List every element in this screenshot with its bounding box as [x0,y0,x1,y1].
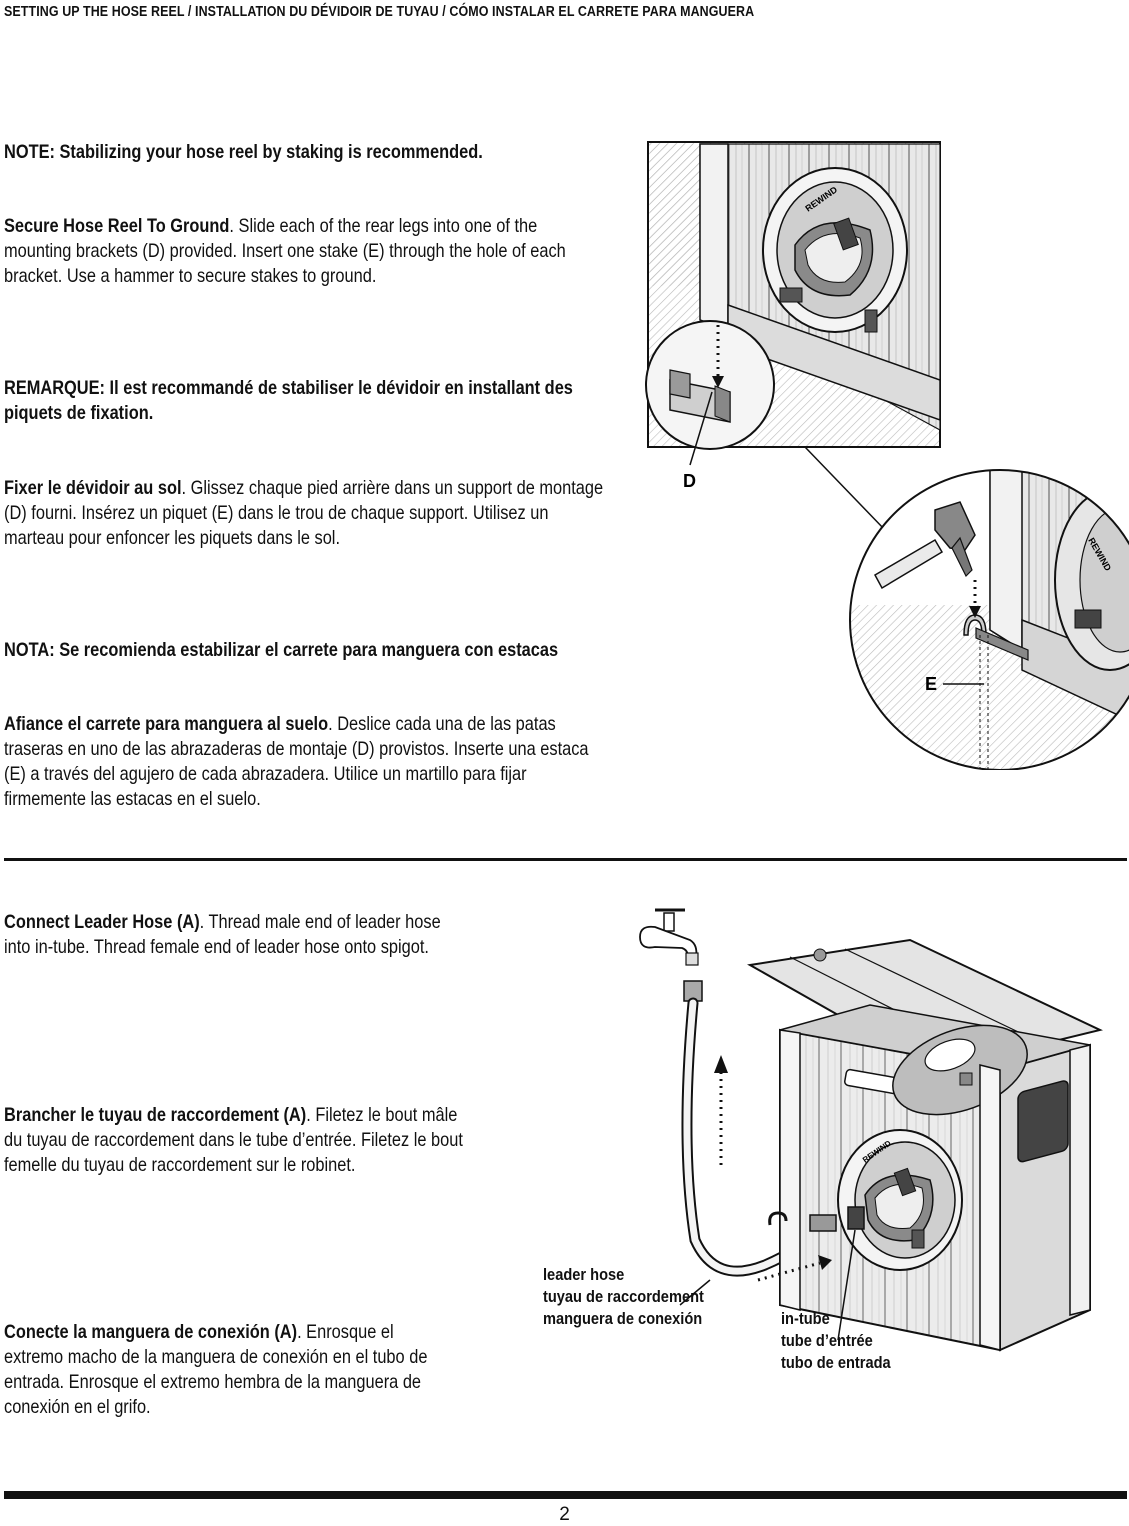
in-tube-label: in-tube tube d’entrée tubo de entrada [781,1308,891,1374]
note-es: NOTA: Se recomienda estabilizar el carre… [4,639,559,661]
page-header: SETTING UP THE HOSE REEL / INSTALLATION … [4,4,755,20]
leader-hose-label-es: manguera de conexión [543,1309,703,1328]
leader-hose-illustration: REWIND [639,908,1103,1352]
section-divider [4,858,1127,861]
secure-fr-paragraph: Fixer le dévidoir au sol. Glissez chaque… [4,476,613,551]
note-en: NOTE: Stabilizing your hose reel by stak… [4,141,483,163]
connect-fr-title: Brancher le tuyau de raccordement (A) [4,1104,307,1126]
secure-es-title: Afiance el carrete para manguera al suel… [4,713,329,735]
footer-rule [4,1491,1127,1499]
in-tube-fitting [809,1214,837,1232]
in-tube-label-en: in-tube [781,1309,830,1328]
leader-hose-label-fr: tuyau de raccordement [543,1287,704,1306]
connect-en-text: . Thread male end of leader hose into in… [4,911,441,958]
secure-fr-title: Fixer le dévidoir au sol [4,477,182,499]
leader-hose-label-en: leader hose [543,1265,625,1284]
bracket-detail-frame: REWIND [645,141,941,466]
secure-en-title: Secure Hose Reel To Ground [4,215,230,237]
leader-hose-label: leader hose tuyau de raccordement mangue… [543,1264,704,1330]
label-d: D [683,471,696,491]
note-fr: REMARQUE: Il est recommandé de stabilise… [4,377,573,424]
connect-fr-paragraph: Brancher le tuyau de raccordement (A). F… [4,1103,464,1178]
secure-es-paragraph: Afiance el carrete para manguera al suel… [4,712,613,812]
connect-es-title: Conecte la manguera de conexión (A) [4,1321,298,1343]
secure-en-text: . Slide each of the rear legs into one o… [4,215,566,287]
connect-es-paragraph: Conecte la manguera de conexión (A). Enr… [4,1320,441,1420]
secure-es-text: . Deslice cada una de las patas traseras… [4,713,589,810]
stake-detail-circle: REWIND [849,469,1129,770]
connect-en-title: Connect Leader Hose (A) [4,911,200,933]
secure-en-paragraph: Secure Hose Reel To Ground. Slide each o… [4,214,609,289]
label-e: E [925,674,937,694]
in-tube-label-es: tubo de entrada [781,1353,891,1372]
connect-en-paragraph: Connect Leader Hose (A). Thread male end… [4,910,449,960]
in-tube-label-fr: tube d’entrée [781,1331,873,1350]
spigot-icon [639,908,699,966]
connect-fr-text: . Filetez le bout mâle du tuyau de racco… [4,1104,463,1176]
page-number: 2 [559,1504,570,1525]
connect-es-text: . Enrosque el extremo macho de la mangue… [4,1321,428,1418]
staking-illustration: REWIND D REWIND [645,141,1129,770]
secure-fr-text: . Glissez chaque pied arrière dans un su… [4,477,604,549]
